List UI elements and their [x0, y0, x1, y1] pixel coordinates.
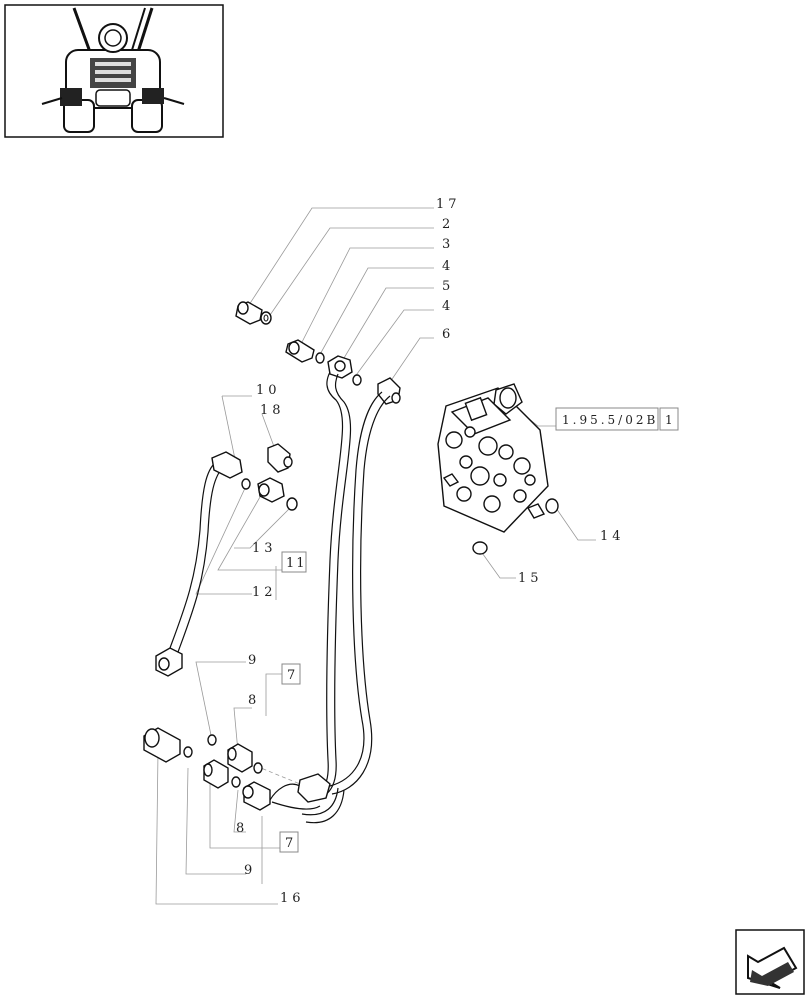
seal-9a — [183, 746, 193, 758]
boxed-label-11: 11 — [281, 551, 307, 573]
callout-10: 10 — [256, 383, 281, 398]
callout-4a: 4 — [442, 259, 454, 274]
reference-page: 1 — [665, 413, 676, 427]
hose-end-fitting — [242, 781, 271, 811]
svg-text:11: 11 — [286, 556, 307, 571]
return-hose-10 — [155, 451, 243, 677]
o-ring-14 — [545, 498, 559, 514]
previous-page-arrow-icon[interactable] — [735, 929, 805, 995]
callout-18: 18 — [260, 403, 285, 418]
adapter-12 — [257, 477, 285, 503]
coupler-8a — [227, 743, 253, 773]
tractor-rear-view-icon — [4, 4, 224, 138]
callout-13: 13 — [252, 541, 277, 556]
callout-17: 17 — [436, 197, 461, 212]
elbow-18 — [267, 443, 293, 473]
o-ring-15 — [472, 541, 488, 555]
fitting-6 — [377, 377, 401, 405]
callout-15: 15 — [518, 571, 543, 586]
callout-9b: 9 — [244, 863, 256, 878]
callout-12: 12 — [252, 585, 277, 600]
seal-9b — [207, 734, 217, 746]
reference-code: 1.95.5/02B — [562, 413, 658, 427]
control-valve — [437, 383, 549, 533]
pressure-hose-assembly — [269, 371, 391, 824]
banjo-5 — [327, 355, 353, 379]
callout-9a: 9 — [248, 653, 260, 668]
callout-14: 14 — [600, 529, 625, 544]
coupler-8b — [203, 759, 229, 789]
svg-text:7: 7 — [285, 836, 293, 851]
callout-2: 2 — [442, 217, 454, 232]
boxed-label-7b: 7 — [279, 831, 299, 853]
seal-9d — [231, 776, 241, 788]
svg-text:7: 7 — [287, 668, 295, 683]
callout-labels: 17 2 3 4 5 4 6 10 18 13 12 14 15 9 8 8 9… — [236, 197, 625, 906]
leader-lines — [155, 207, 596, 905]
seal-11 — [286, 497, 298, 511]
callout-5: 5 — [442, 279, 454, 294]
callout-6: 6 — [442, 327, 454, 342]
callout-3: 3 — [442, 237, 454, 252]
washer-2 — [260, 311, 272, 325]
seal-9c — [253, 762, 263, 774]
boxed-label-7a: 7 — [281, 663, 301, 685]
callout-8b: 8 — [236, 821, 248, 836]
seal-4a — [315, 352, 325, 364]
banjo-bolt-3 — [285, 339, 315, 363]
callout-16: 16 — [280, 891, 305, 906]
seal-4b — [352, 374, 362, 386]
callout-4b: 4 — [442, 299, 454, 314]
screw-17 — [235, 301, 263, 325]
reference-callout[interactable]: 1.95.5/02B 1 — [555, 407, 679, 431]
callout-8a: 8 — [248, 693, 260, 708]
seal-13 — [241, 478, 251, 490]
cap-16 — [143, 727, 181, 763]
